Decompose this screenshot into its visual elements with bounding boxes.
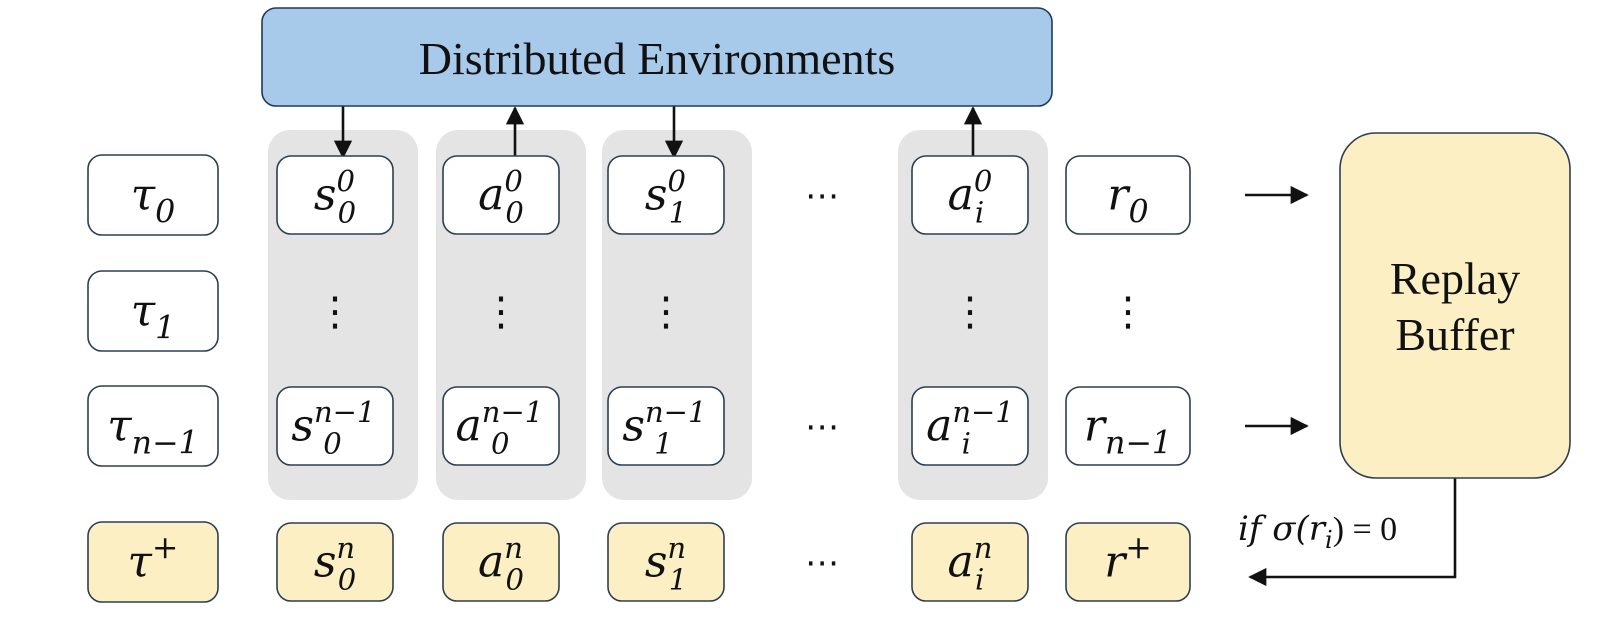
state-box bbox=[607, 386, 725, 466]
condition-label: if σ(ri) = 0 bbox=[1238, 509, 1397, 554]
vertical-ellipsis: ⋮ bbox=[646, 289, 686, 335]
buffer-to-augmented-arrow bbox=[1248, 478, 1457, 587]
augmented-trajectory-box bbox=[87, 521, 219, 603]
state-box bbox=[276, 386, 394, 466]
trajectory-label: τ0 bbox=[131, 170, 176, 231]
augmented-reward-label: r+ bbox=[1104, 530, 1152, 587]
reward-label: rn−1 bbox=[1084, 401, 1172, 462]
replay-buffer-box bbox=[1339, 132, 1571, 479]
action-box bbox=[911, 155, 1029, 235]
ellipsis: ⋯ bbox=[805, 176, 839, 216]
augmented-state-box bbox=[276, 522, 394, 602]
augmented-trajectory-label: τ+ bbox=[128, 530, 179, 587]
trajectory-box bbox=[87, 270, 219, 352]
replay-buffer-label-line1: Replay bbox=[1390, 253, 1520, 304]
ellipsis: ⋯ bbox=[805, 407, 839, 447]
state-box bbox=[276, 155, 394, 235]
trajectory-label: τ1 bbox=[131, 286, 176, 347]
action-box bbox=[442, 386, 560, 466]
replay-buffer-label-line2: Buffer bbox=[1395, 309, 1514, 360]
trajectory-label: τn−1 bbox=[107, 401, 198, 462]
reward-box bbox=[1065, 155, 1191, 235]
vertical-ellipsis: ⋮ bbox=[950, 289, 990, 335]
ellipsis: ⋯ bbox=[805, 543, 839, 583]
state-box bbox=[607, 155, 725, 235]
trajectory-box bbox=[87, 154, 219, 236]
augmented-action-box bbox=[442, 522, 560, 602]
distributed-environments-label: Distributed Environments bbox=[419, 33, 896, 84]
augmented-reward-box bbox=[1065, 522, 1191, 602]
distributed-environments-box bbox=[261, 7, 1053, 107]
reward-label: r0 bbox=[1107, 170, 1148, 231]
trajectory-box bbox=[87, 385, 219, 467]
augmented-action-box bbox=[911, 522, 1029, 602]
vertical-ellipsis: ⋮ bbox=[1108, 289, 1148, 335]
vertical-ellipsis: ⋮ bbox=[315, 289, 355, 335]
vertical-ellipsis: ⋮ bbox=[481, 289, 521, 335]
action-box bbox=[442, 155, 560, 235]
reward-box bbox=[1065, 386, 1191, 466]
augmented-state-box bbox=[607, 522, 725, 602]
action-box bbox=[911, 386, 1029, 466]
